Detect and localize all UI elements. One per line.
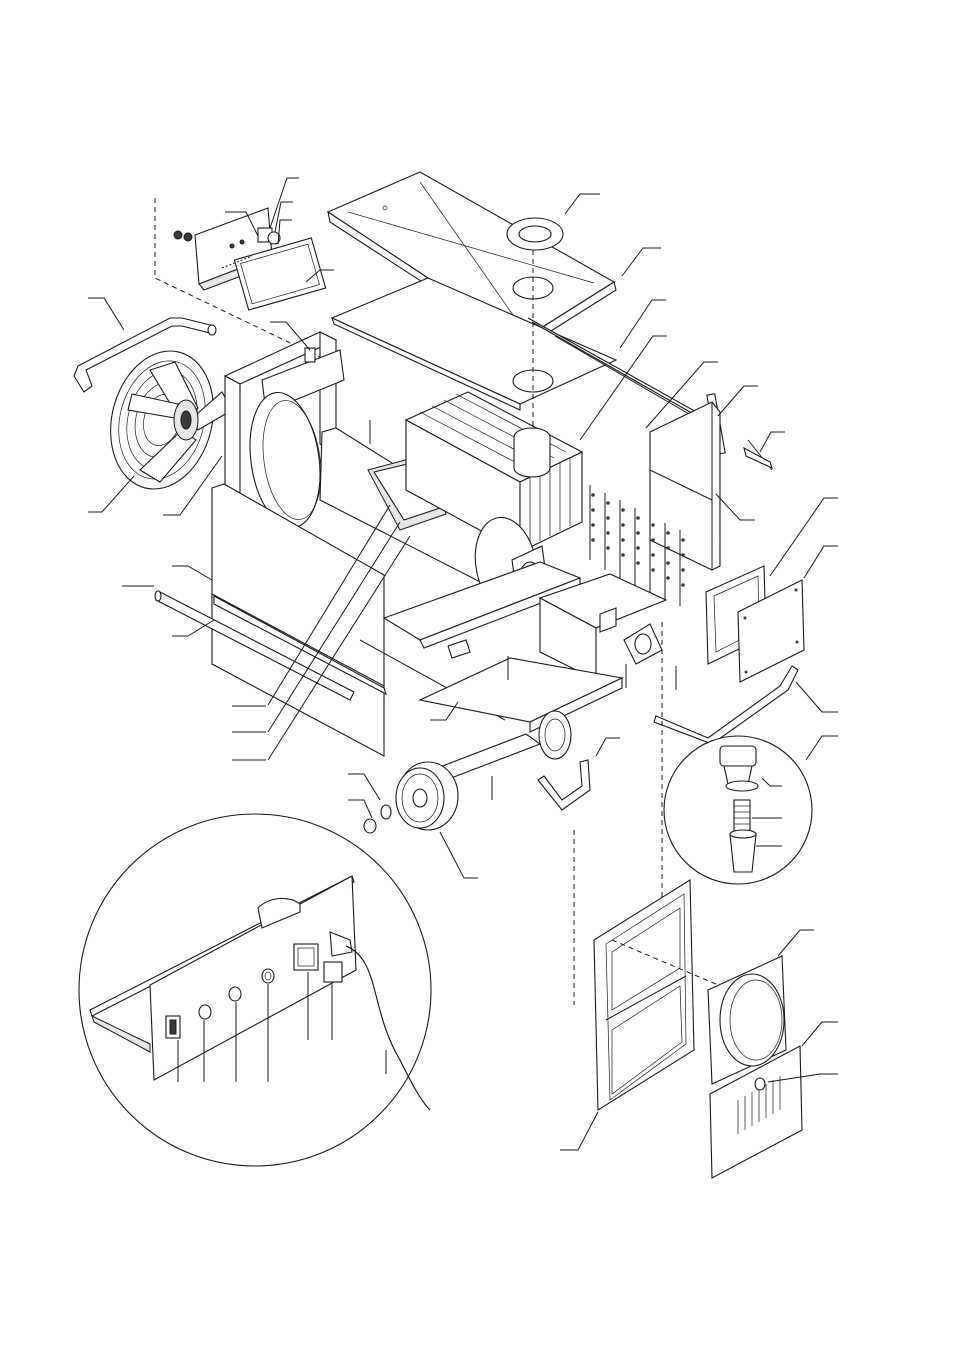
divider-rod-a (267, 504, 391, 706)
right-side-panel (649, 401, 721, 571)
control-panel-top (173, 207, 327, 311)
right-access-panels (705, 565, 805, 683)
wheel (363, 761, 459, 834)
door-frame (593, 879, 695, 1111)
front-lower-panels (211, 483, 387, 757)
divider-rod-b (267, 521, 401, 733)
burner-plate (623, 623, 663, 665)
axle-frame (418, 657, 624, 781)
divider-rod-c (267, 535, 411, 761)
rear-handle-bar (653, 439, 799, 745)
fan-guard-handle (73, 317, 217, 393)
roof-plate (330, 276, 618, 411)
fuel-filter-detail (663, 735, 813, 885)
front-frame (223, 331, 345, 529)
control-panel-detail (78, 813, 432, 1167)
fan-assembly (110, 350, 233, 490)
chassis-base (359, 561, 668, 721)
callout-leaders (88, 177, 838, 1151)
burner-fin-array (589, 485, 685, 606)
control-panel-dashes (154, 198, 331, 363)
caster-bracket (537, 759, 591, 811)
grille-panel (709, 1045, 803, 1179)
outlet-ring (707, 955, 787, 1085)
door-outlet-dashes (611, 939, 731, 991)
